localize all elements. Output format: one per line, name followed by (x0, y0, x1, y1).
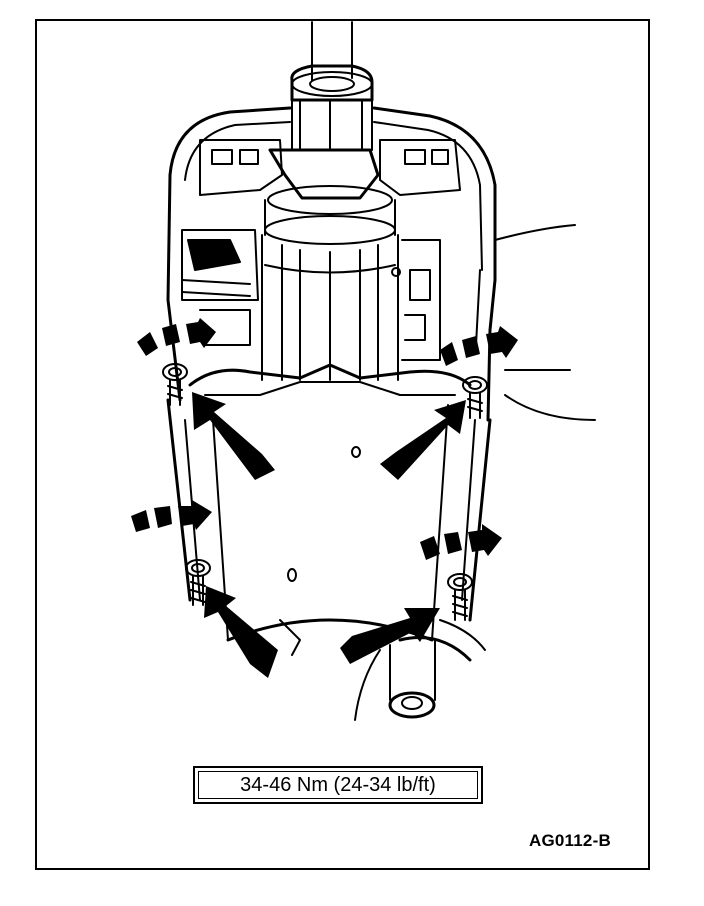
figure-frame (35, 19, 650, 870)
column-shroud (166, 106, 497, 422)
pointer-arrows (192, 392, 466, 678)
column-tube (181, 229, 441, 381)
torque-spec-text: 34-46 Nm (24-34 lb/ft) (240, 773, 436, 796)
lower-shaft (354, 619, 486, 721)
leader-lines (494, 224, 596, 421)
torque-spec-label: 34-46 Nm (24-34 lb/ft) (193, 766, 483, 804)
bolt-lower-left (185, 559, 211, 606)
figure-id: AG0112-B (529, 831, 611, 850)
rotation-arrows (131, 318, 518, 560)
bolt-upper-right (462, 376, 488, 419)
steering-shaft (290, 21, 374, 151)
bolt-upper-left (162, 363, 188, 406)
bolt-lower-right (447, 573, 473, 621)
